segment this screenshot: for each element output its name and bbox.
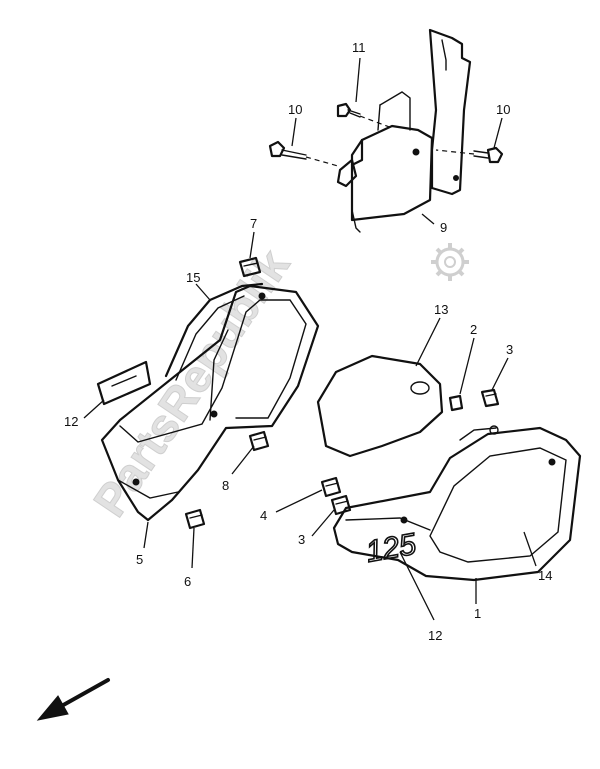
callout-labels: 11 10 10 9 7 15 13 2 3 12 8 5 6 4 3 14 1… <box>64 40 552 643</box>
callout-12-left: 12 <box>64 414 78 429</box>
callout-10-right: 10 <box>496 102 510 117</box>
callout-4: 4 <box>260 508 267 523</box>
part-6-grommet <box>184 508 206 530</box>
part-3-grommet-upper <box>480 388 500 408</box>
callout-5: 5 <box>136 552 143 567</box>
part-8-grommet <box>248 430 270 452</box>
part-10-bolt-left <box>268 140 339 167</box>
part-10-bolt-right <box>435 146 504 164</box>
part-3-grommet-lower <box>330 494 352 516</box>
part-left-side-cover <box>100 282 320 522</box>
callout-13: 13 <box>434 302 448 317</box>
callout-1: 1 <box>474 606 481 621</box>
callout-3-upper: 3 <box>506 342 513 357</box>
leader-lines <box>83 57 537 621</box>
part-13-pad <box>316 354 444 458</box>
callout-3-lower: 3 <box>298 532 305 547</box>
watermark: PartsRepublik <box>83 239 469 526</box>
decal-125: 125 <box>363 528 418 569</box>
part-12-decal-left <box>96 360 152 406</box>
callout-15: 15 <box>186 270 200 285</box>
part-9-box <box>336 28 472 233</box>
part-7-grommet <box>238 256 262 278</box>
callout-7: 7 <box>250 216 257 231</box>
part-4-grommet <box>320 476 342 498</box>
callout-14: 14 <box>538 568 552 583</box>
callout-9: 9 <box>440 220 447 235</box>
arrow-down-left-icon <box>36 678 110 721</box>
gear-icon <box>431 243 469 281</box>
callout-8: 8 <box>222 478 229 493</box>
callout-6: 6 <box>184 574 191 589</box>
part-11-bolt <box>336 102 393 129</box>
callout-2: 2 <box>470 322 477 337</box>
callout-12-right: 12 <box>428 628 442 643</box>
part-2-grommet <box>448 394 464 412</box>
callout-10-left: 10 <box>288 102 302 117</box>
callout-11: 11 <box>352 40 366 55</box>
